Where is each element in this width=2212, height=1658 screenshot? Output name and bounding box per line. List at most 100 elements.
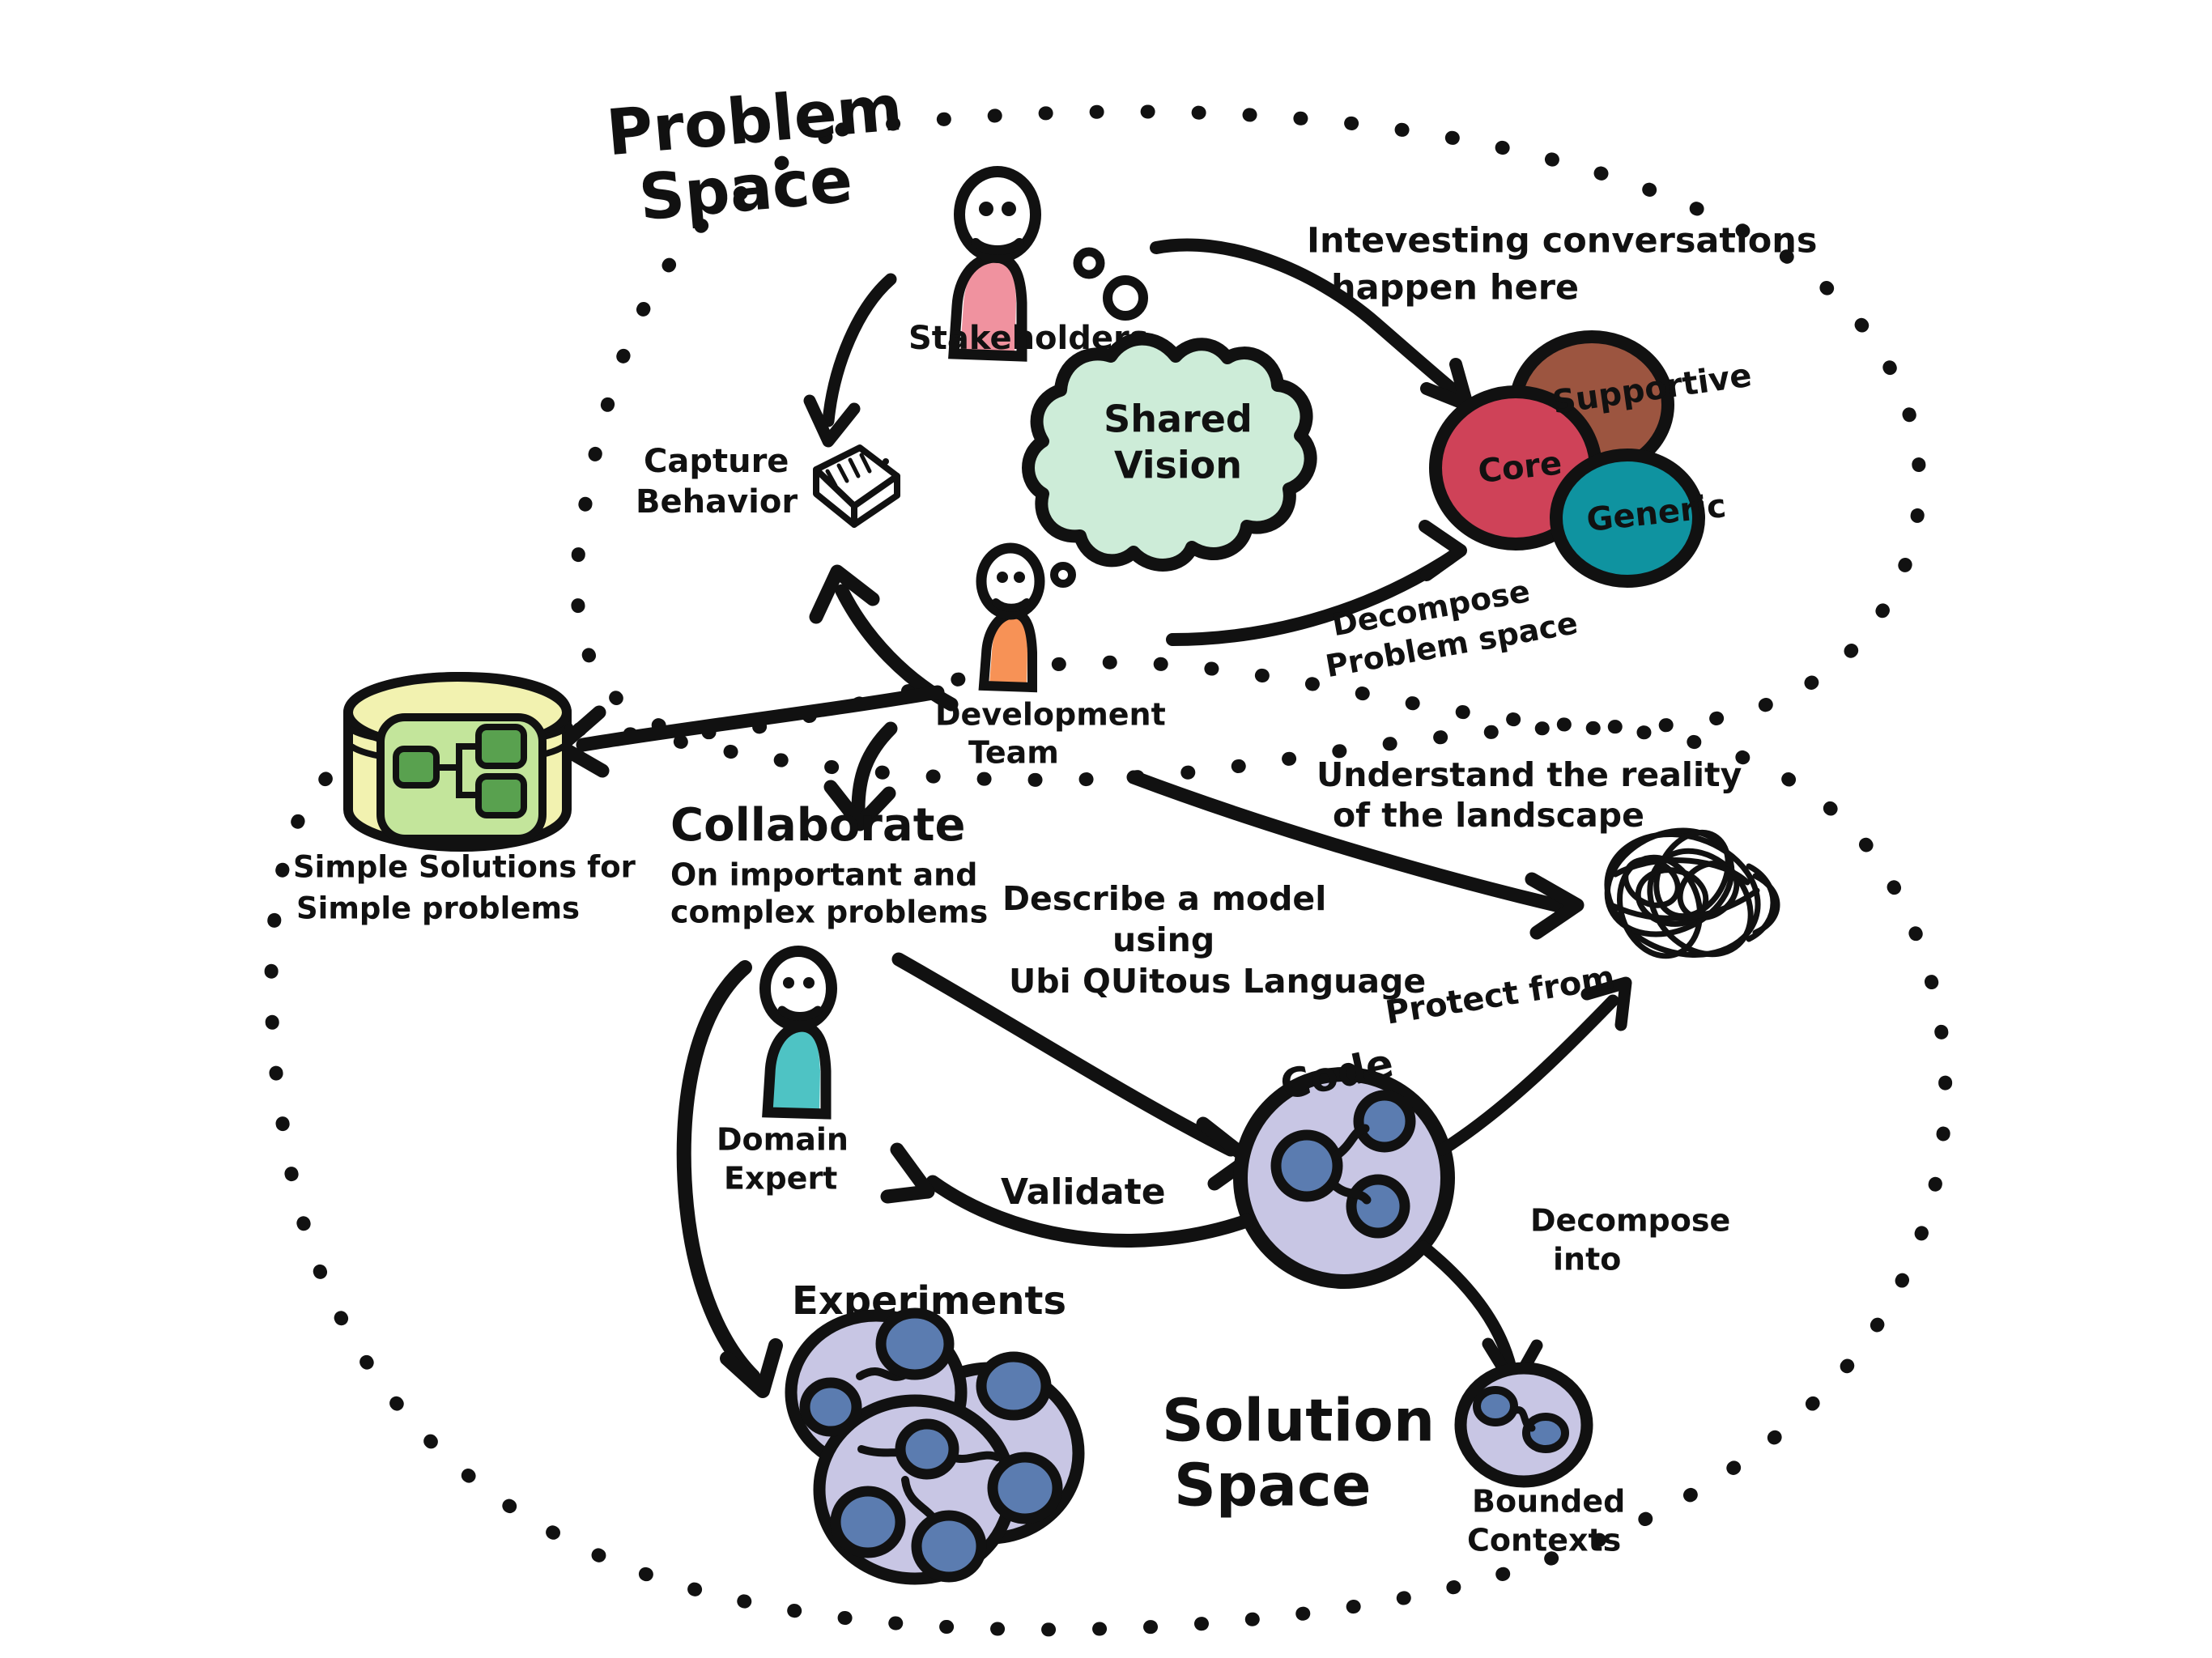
decompose-into-line1: Decompose — [1530, 1203, 1730, 1239]
bounded-contexts-label-line1: Bounded — [1472, 1484, 1625, 1520]
actor-stakeholders: Stakeholders — [908, 166, 1149, 362]
stakeholders-eye-left — [979, 202, 993, 216]
collaborate-line1: On important and — [670, 857, 977, 893]
arrow-stakeholders-to-capture — [803, 273, 897, 448]
domain-expert-eye-right — [803, 977, 815, 988]
code-dot-1 — [1270, 1129, 1343, 1202]
bounded-contexts-dot-2 — [1522, 1413, 1569, 1453]
arrowhead-capture — [803, 394, 861, 448]
simple-solutions-label-line1: Simple Solutions for — [293, 850, 636, 885]
simple-solutions-box-2 — [475, 724, 527, 769]
shared-vision-label-line1: Shared — [1104, 397, 1253, 441]
node-experiments: Experiments — [785, 1278, 1085, 1585]
simple-solutions-box-1 — [393, 746, 440, 789]
stakeholders-eye-right — [1002, 202, 1016, 216]
subdomain-generic-blob — [1550, 449, 1705, 588]
actor-domain-expert: Domain Expert — [717, 946, 849, 1197]
page-title-solution-space: Solution Space — [1162, 1387, 1435, 1520]
development-team-body-fill — [989, 615, 1027, 686]
arrow-devteam-to-capture — [809, 564, 959, 712]
domain-expert-body-outline — [762, 1021, 832, 1120]
node-shared-vision: Shared Vision — [1022, 332, 1317, 572]
code-blob — [1233, 1067, 1455, 1289]
arrowhead-experiments — [720, 1338, 783, 1398]
validate-label: Validate — [1001, 1171, 1166, 1213]
bounded-contexts-link — [1512, 1406, 1536, 1432]
development-team-eye-left — [997, 572, 1008, 583]
thought-bubble-small — [1073, 247, 1105, 279]
arrowhead-protect-from — [1580, 976, 1632, 1031]
solution-space-boundary — [264, 716, 1953, 1637]
arrowhead-decompose-ps — [1419, 520, 1467, 581]
domain-expert-body-fill — [772, 1028, 820, 1112]
thought-bubble-medium — [1103, 275, 1148, 321]
actor-development-team: Development Team — [935, 542, 1166, 771]
domain-expert-eye-left — [783, 977, 794, 988]
code-link-2 — [1328, 1179, 1372, 1205]
experiments-dot-4 — [976, 1351, 1052, 1421]
node-messy-landscape — [1604, 827, 1780, 959]
arrow-validate: Validate — [880, 1142, 1254, 1248]
thought-bubbles-upper — [1073, 247, 1148, 321]
stakeholders-mouth — [971, 238, 1024, 255]
bounded-contexts-label-line2: Contexts — [1467, 1523, 1621, 1558]
shared-vision-label-line2: Vision — [1114, 444, 1242, 487]
arrow-devteam-to-collaborate — [823, 721, 898, 831]
arrow-decompose-into: Decompose into — [1417, 1203, 1730, 1392]
domain-expert-mouth — [777, 1005, 823, 1021]
subdomain-core-label: Core — [1476, 444, 1563, 491]
bounded-contexts-dot-1 — [1473, 1386, 1518, 1426]
interesting-conversations-line1: Intevesting conversations — [1307, 221, 1817, 261]
arrowhead-validate — [880, 1142, 935, 1204]
node-collaborate: Collaborate On important and complex pro… — [670, 799, 988, 929]
node-code: Code — [1233, 1039, 1455, 1289]
note-card-icon — [813, 444, 900, 528]
node-simple-solutions: Simple Solutions for Simple problems — [293, 671, 636, 926]
simple-solutions-label-line2: Simple problems — [296, 891, 580, 926]
stakeholders-body-outline — [948, 252, 1027, 362]
arrowhead-collaborate — [823, 780, 896, 831]
arrow-understand-reality: Understand the reality of the landscape — [1126, 755, 1742, 940]
simple-solutions-connectors — [433, 743, 482, 798]
decompose-into-line2: into — [1553, 1242, 1621, 1278]
experiments-dot-1 — [875, 1307, 955, 1380]
understand-reality-line1: Understand the reality — [1317, 755, 1742, 794]
collaborate-line2: complex problems — [670, 895, 988, 930]
describe-model-line3: Ubi QUitous Language — [1009, 962, 1426, 1001]
domain-expert-label-line2: Expert — [724, 1161, 837, 1197]
edge-label-describe-model: Describe a model using Ubi QUitous Langu… — [1002, 879, 1426, 1001]
shared-vision-cloud-shape — [1022, 332, 1317, 572]
arrowhead-understand-reality — [1525, 872, 1585, 940]
node-capture-behavior: Capture Behavior — [636, 443, 900, 528]
capture-behavior-label-line2: Behavior — [636, 483, 798, 521]
collaborate-heading: Collaborate — [670, 799, 965, 852]
experiments-dot-3 — [895, 1418, 959, 1480]
experiments-dot-7 — [911, 1510, 987, 1583]
solution-space-title-line2: Space — [1174, 1452, 1372, 1520]
development-team-head — [976, 542, 1045, 620]
development-team-label-line1: Development — [935, 697, 1166, 733]
development-team-body-outline — [978, 609, 1037, 693]
experiments-dot-2 — [799, 1377, 862, 1437]
experiments-dot-5 — [987, 1452, 1063, 1524]
describe-model-line2: using — [1112, 920, 1214, 959]
capture-behavior-label-line1: Capture — [644, 443, 789, 480]
stakeholders-head — [954, 166, 1041, 263]
node-subdomains: Supportive Core Generic — [1429, 330, 1754, 588]
experiments-dot-6 — [830, 1486, 906, 1558]
problem-space-boundary — [570, 104, 1927, 740]
code-dot-3 — [1346, 1174, 1410, 1239]
code-dot-2 — [1353, 1090, 1416, 1153]
describe-model-line1: Describe a model — [1002, 879, 1326, 918]
page-title-problem-space: Problem Space — [604, 72, 905, 236]
thought-bubble-lower-3 — [1050, 562, 1076, 588]
edge-label-interesting-conversations: Intevesting conversations happen here — [1307, 221, 1817, 308]
development-team-label-line2: Team — [968, 735, 1059, 771]
development-team-mouth — [992, 598, 1031, 612]
stakeholders-body-fill — [960, 259, 1016, 354]
interesting-conversations-line2: happen here — [1331, 268, 1579, 308]
arrow-domain-expert-to-experiments — [676, 960, 783, 1398]
simple-solutions-box-3 — [475, 773, 527, 818]
